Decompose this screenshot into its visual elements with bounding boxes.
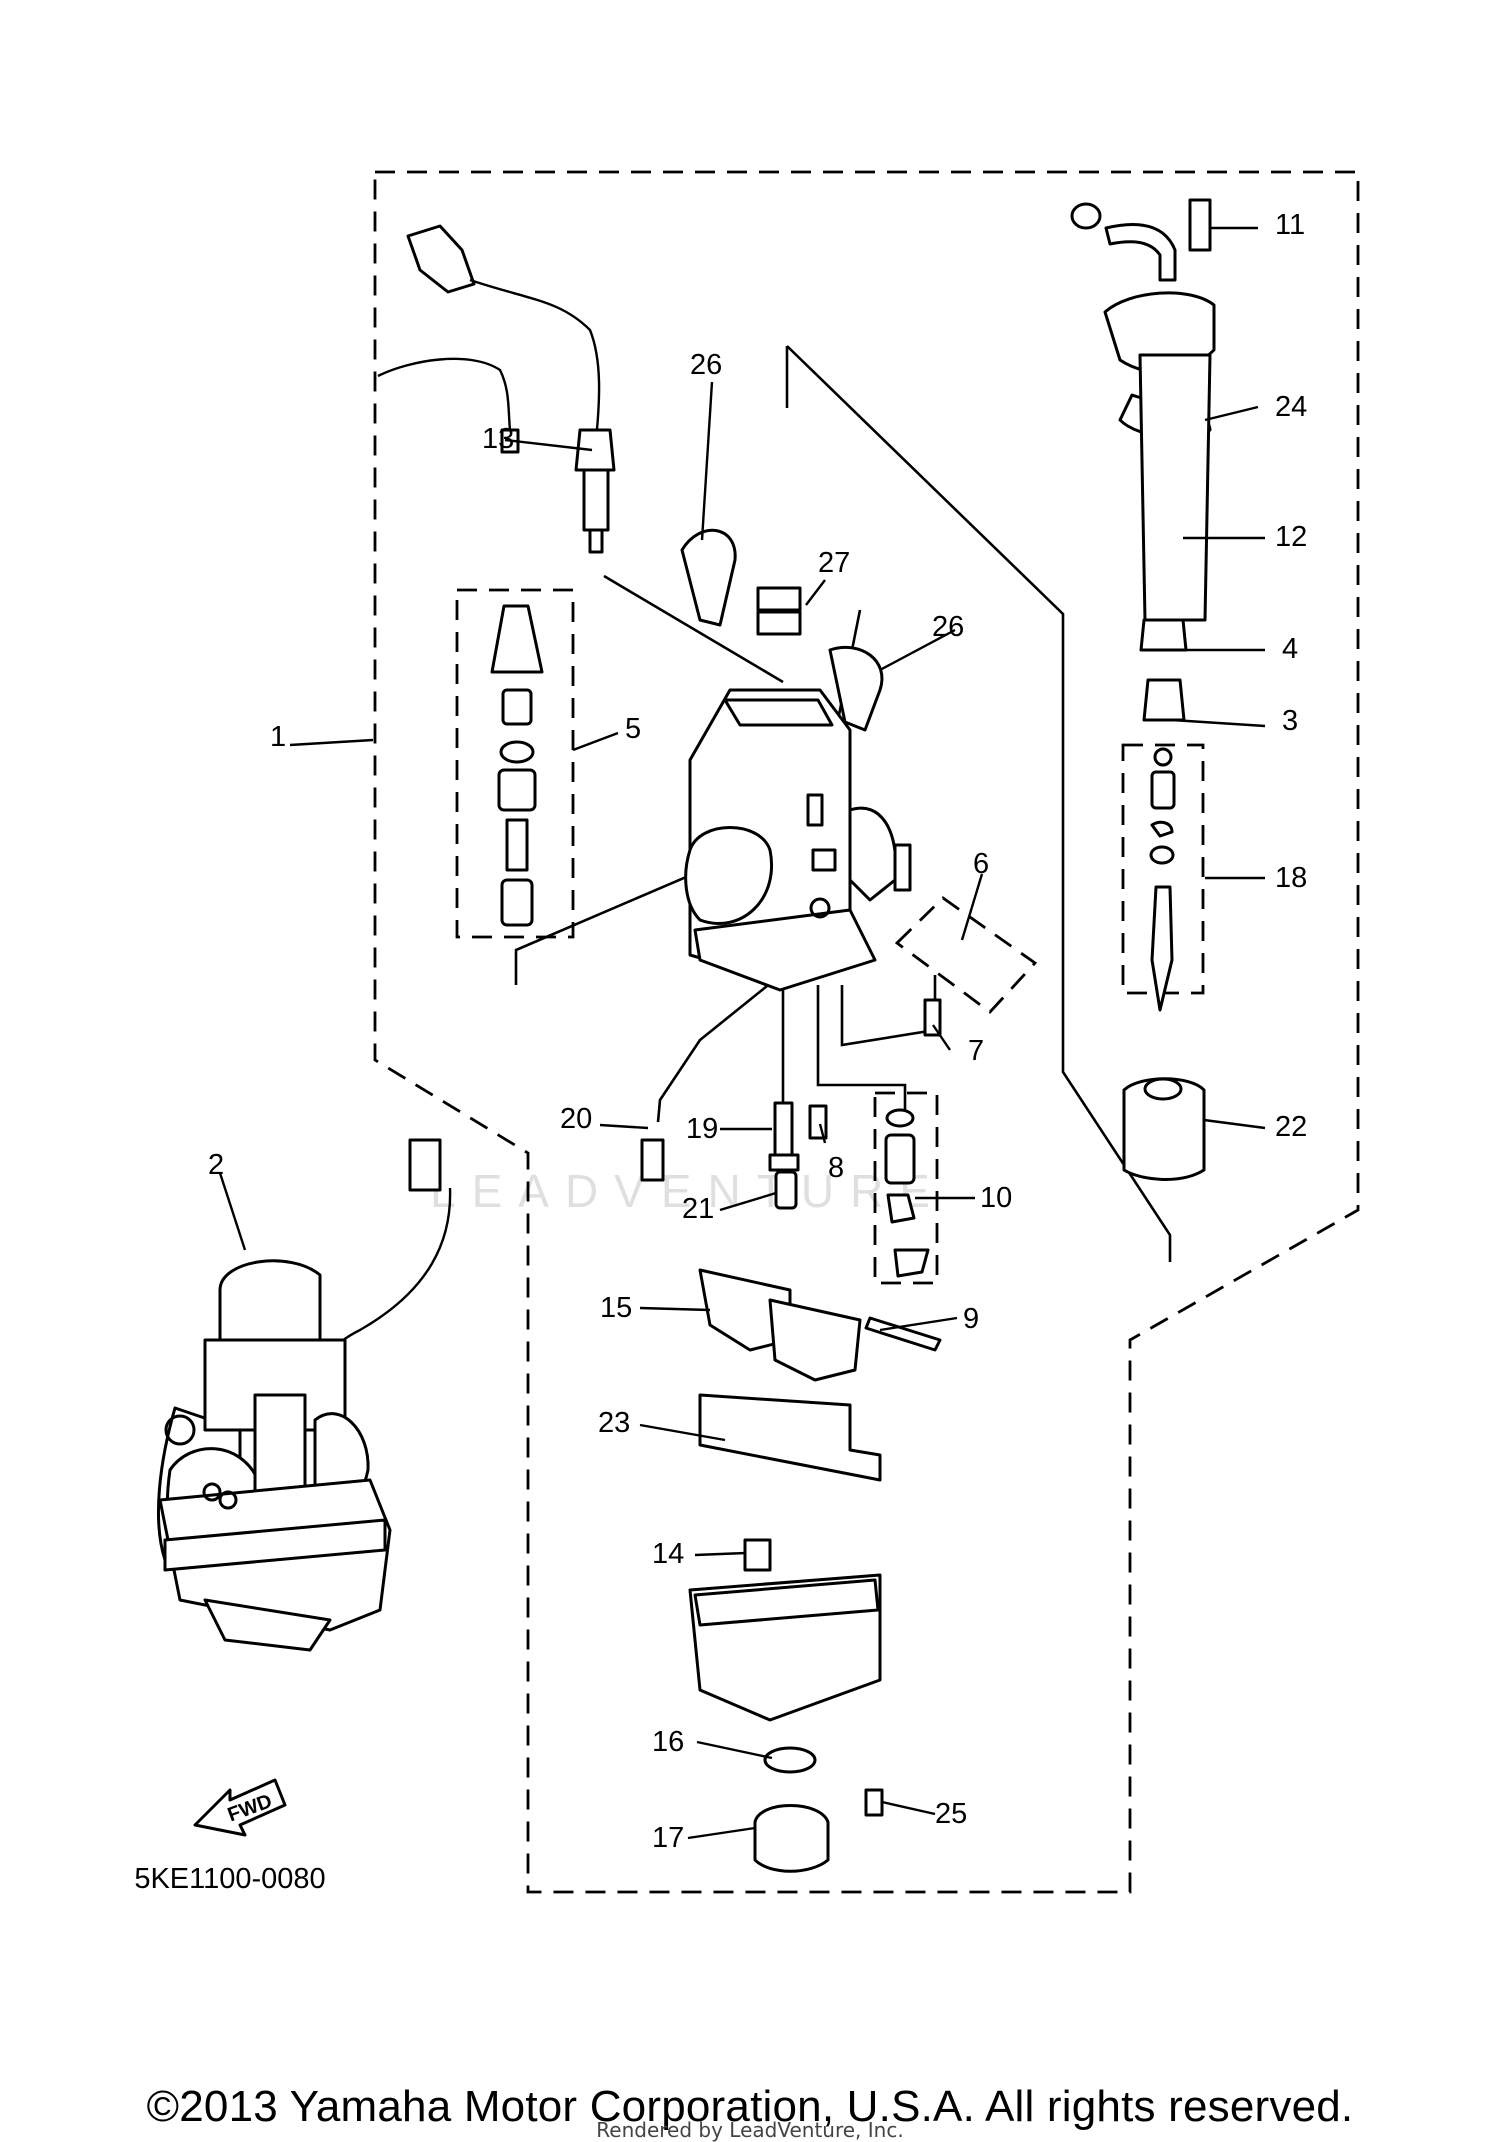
carburetor-body-illustration	[680, 528, 912, 992]
callout-20: 20	[560, 1103, 592, 1135]
callout-3: 3	[1282, 705, 1298, 737]
callout-9: 9	[963, 1303, 979, 1335]
callout-22: 22	[1275, 1111, 1307, 1143]
callout-14: 14	[652, 1538, 684, 1570]
callout-26-lower: 26	[932, 611, 964, 643]
callout-6: 6	[973, 848, 989, 880]
callout-25: 25	[935, 1798, 967, 1830]
callout-17: 17	[652, 1822, 684, 1854]
callout-24: 24	[1275, 391, 1307, 423]
callout-16: 16	[652, 1726, 684, 1758]
callout-19: 19	[686, 1113, 718, 1145]
callout-23: 23	[598, 1407, 630, 1439]
callout-leaders	[218, 226, 1266, 1840]
subassembly-box-5	[455, 588, 575, 939]
callout-26-upper: 26	[690, 349, 722, 381]
callout-27: 27	[818, 547, 850, 579]
callout-15: 15	[600, 1292, 632, 1324]
callout-4: 4	[1282, 633, 1298, 665]
copyright-notice: ©2013 Yamaha Motor Corporation, U.S.A. A…	[146, 2082, 1354, 2131]
watermark: LEADVENTURE	[430, 1165, 946, 1217]
callout-21: 21	[682, 1193, 714, 1225]
subassembly-box-6	[894, 896, 1038, 1014]
callout-labels: 1 2 3 4 5 6 7 8 9 10 11 12 13 14 15 16 1…	[208, 209, 1307, 1854]
watermark-text: LEADVENTURE	[430, 1165, 946, 1217]
callout-10: 10	[980, 1182, 1012, 1214]
callout-18: 18	[1275, 862, 1307, 894]
diagram-code: 5KE1100-0080	[134, 1863, 325, 1895]
callout-8: 8	[828, 1152, 844, 1184]
fwd-arrow: FWD	[193, 1778, 287, 1837]
cable-and-plunger-parts	[377, 357, 544, 927]
callout-5: 5	[625, 713, 641, 745]
throttle-valve-stack	[1070, 198, 1216, 1181]
rendered-by-note: Rendered by LeadVenture, Inc.	[596, 2118, 904, 2142]
assembly-boundary	[373, 170, 1360, 1894]
callout-13: 13	[482, 423, 514, 455]
lower-parts	[640, 998, 942, 1873]
callout-7: 7	[968, 1035, 984, 1067]
callout-2: 2	[208, 1149, 224, 1181]
callout-12: 12	[1275, 521, 1307, 553]
carburetor-assembly-illustration	[157, 1138, 452, 1652]
callout-11: 11	[1275, 209, 1305, 241]
callout-1: 1	[270, 721, 286, 753]
throttle-sensor-illustration	[406, 224, 616, 554]
